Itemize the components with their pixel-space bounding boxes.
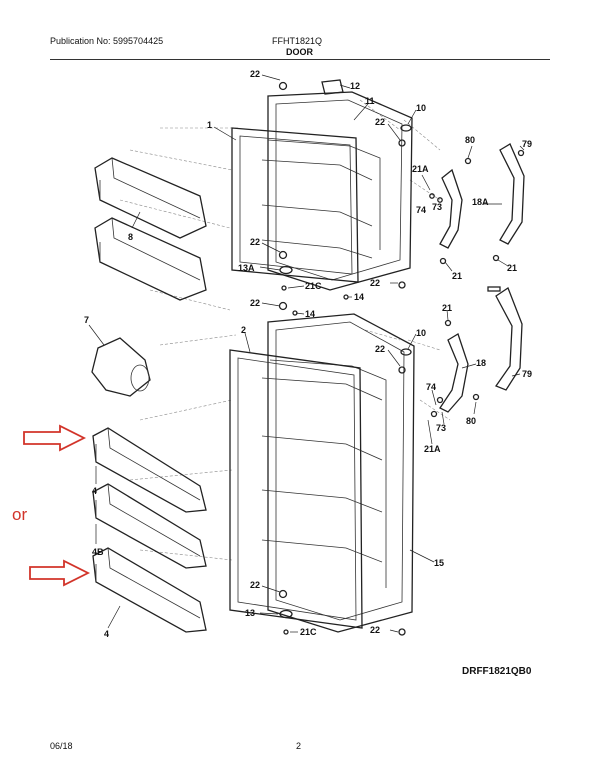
callout-73: 73: [436, 423, 446, 433]
section-title: DOOR: [286, 47, 313, 57]
callout-15: 15: [434, 558, 444, 568]
callout-22: 22: [250, 237, 260, 247]
callout-11: 11: [365, 96, 375, 106]
callout-2: 2: [241, 325, 246, 335]
freezer-door-assembly: [231, 79, 413, 300]
callout-22: 22: [370, 278, 380, 288]
callout-79: 79: [522, 369, 532, 379]
callout-18a: 18A: [472, 197, 489, 207]
fresh-food-door-bins: [92, 427, 207, 633]
freezer-handle-set: [429, 143, 525, 292]
callout-1: 1: [207, 120, 212, 130]
model-number: FFHT1821Q: [272, 36, 323, 46]
freezer-door-shelves: [94, 157, 207, 301]
red-arrow-icon: [23, 424, 87, 452]
callout-4: 4: [92, 486, 97, 496]
leader-lines: [88, 74, 525, 633]
callout-21: 21: [507, 263, 517, 273]
footer-page-number: 2: [296, 741, 302, 751]
callout-21c: 21C: [300, 627, 317, 637]
callout-13a: 13A: [238, 263, 255, 273]
footer-date: 06/18: [50, 741, 73, 751]
callout-80: 80: [466, 416, 476, 426]
alternate-note: or: [12, 505, 28, 524]
callout-21: 21: [442, 303, 452, 313]
callout-13: 13: [245, 608, 255, 618]
callout-80: 80: [465, 135, 475, 145]
header-divider: [50, 59, 550, 60]
diagram-code: DRFF1821QB0: [462, 666, 532, 677]
callout-21a: 21A: [424, 444, 441, 454]
callout-74: 74: [416, 205, 426, 215]
highlight-arrows: [23, 424, 91, 587]
callout-10: 10: [416, 103, 426, 113]
callout-22: 22: [250, 69, 260, 79]
red-arrow-icon: [29, 559, 91, 587]
callout-8: 8: [128, 232, 133, 242]
callout-7: 7: [84, 315, 89, 325]
callout-21: 21: [452, 271, 462, 281]
callout-18: 18: [476, 358, 486, 368]
callout-79: 79: [522, 139, 532, 149]
callout-21c: 21C: [305, 281, 322, 291]
callout-14: 14: [354, 292, 364, 302]
fresh-food-handle-set: [430, 287, 523, 418]
callout-22: 22: [375, 344, 385, 354]
callout-14: 14: [305, 309, 315, 319]
callout-12: 12: [350, 81, 360, 91]
callout-22: 22: [375, 117, 385, 127]
callout-22: 22: [370, 625, 380, 635]
callout-21a: 21A: [412, 164, 429, 174]
callout-22: 22: [250, 298, 260, 308]
callout-10: 10: [416, 328, 426, 338]
callout-4b: 4B: [92, 547, 104, 557]
dashed-guide-lines: [119, 99, 451, 561]
callout-73: 73: [432, 202, 442, 212]
callout-22: 22: [250, 580, 260, 590]
part-callouts: 22 12 11 10 22 1 80 79 21A 74 73 18A 8 2…: [84, 69, 532, 639]
fresh-food-door-assembly: [229, 301, 415, 636]
dairy-bin: [91, 337, 151, 397]
callout-74: 74: [426, 382, 436, 392]
publication-number: Publication No: 5995704425: [50, 36, 164, 46]
callout-4: 4: [104, 629, 109, 639]
